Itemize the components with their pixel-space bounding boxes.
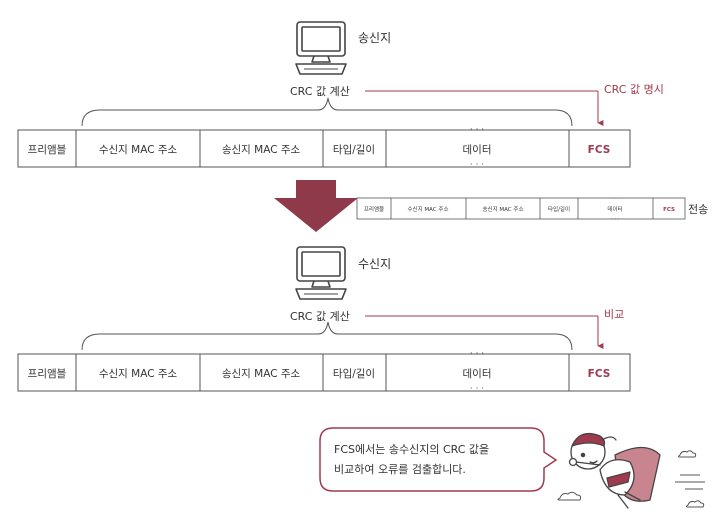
sender-crc-note-label: CRC 값 명시 [604, 83, 664, 96]
mini-field-data: 데이터 [607, 205, 622, 213]
speech-line-1: FCS에서는 송수신지의 CRC 값을 [334, 443, 489, 456]
receiver-frame: 프리앰블 수신지 MAC 주소 송신지 MAC 주소 타입/길이 데이터 · ·… [17, 349, 631, 394]
receiver-compare-connector [365, 315, 604, 349]
receiver-field-data: 데이터 [463, 368, 492, 380]
receiver-brace [81, 321, 573, 351]
sender-crc-calc-label: CRC 값 계산 [290, 85, 350, 98]
sender-field-type-len: 타입/길이 [333, 143, 375, 156]
receiver-label: 수신지 [358, 257, 391, 271]
receiver-field-fcs: FCS [588, 368, 611, 380]
sender-field-preamble: 프리앰블 [28, 144, 67, 156]
receiver-field-src-mac: 송신지 MAC 주소 [222, 368, 301, 380]
sender-data-dots-top: · · · [470, 125, 484, 135]
mini-field-dst-mac: 수신지 MAC 주소 [407, 205, 448, 213]
speech-bubble: FCS에서는 송수신지의 CRC 값을 비교하여 오류를 검출합니다. [319, 427, 558, 492]
receiver-crc-calc-label: CRC 값 계산 [290, 310, 350, 323]
sender-field-src-mac: 송신지 MAC 주소 [222, 144, 301, 156]
sender-field-data: 데이터 [463, 144, 492, 156]
sender-data-dots-bottom: · · · [470, 160, 484, 170]
speech-line-2: 비교하여 오류를 검출합니다. [334, 462, 466, 476]
mini-data-dots-top: · · · [611, 196, 619, 202]
sender-brace [81, 97, 573, 127]
receiver-field-type-len: 타입/길이 [333, 367, 375, 380]
mini-field-src-mac: 송신지 MAC 주소 [482, 205, 523, 213]
sender-field-dst-mac: 수신지 MAC 주소 [99, 144, 178, 156]
mini-field-preamble: 프리앰블 [364, 205, 384, 213]
cloud-icon [557, 450, 705, 508]
receiver-field-preamble: 프리앰블 [28, 368, 67, 380]
mascot-character-icon [568, 432, 661, 509]
receiver-data-dots-top: · · · [470, 349, 484, 359]
mini-field-fcs: FCS [663, 207, 675, 213]
receiver-field-dst-mac: 수신지 MAC 주소 [99, 368, 178, 380]
sender-frame: 프리앰블 수신지 MAC 주소 송신지 MAC 주소 타입/길이 데이터 · ·… [17, 125, 631, 170]
receiver-data-dots-bottom: · · · [470, 384, 484, 394]
mini-frame: 프리앰블 수신지 MAC 주소 송신지 MAC 주소 타입/길이 데이터 · ·… [356, 196, 686, 222]
transmit-label: 전송 [688, 203, 708, 216]
sender-crc-note-connector [365, 90, 604, 126]
receiver-computer-icon [295, 246, 347, 300]
motion-lines [675, 474, 705, 490]
mini-field-type-len: 타입/길이 [548, 205, 570, 213]
sender-label: 송신지 [358, 31, 391, 45]
sender-field-fcs: FCS [588, 144, 611, 156]
mini-data-dots-bottom: · · · [611, 216, 619, 222]
receiver-compare-label: 비교 [604, 308, 624, 321]
sender-computer-icon [295, 21, 347, 75]
transfer-down-arrow [274, 180, 358, 232]
